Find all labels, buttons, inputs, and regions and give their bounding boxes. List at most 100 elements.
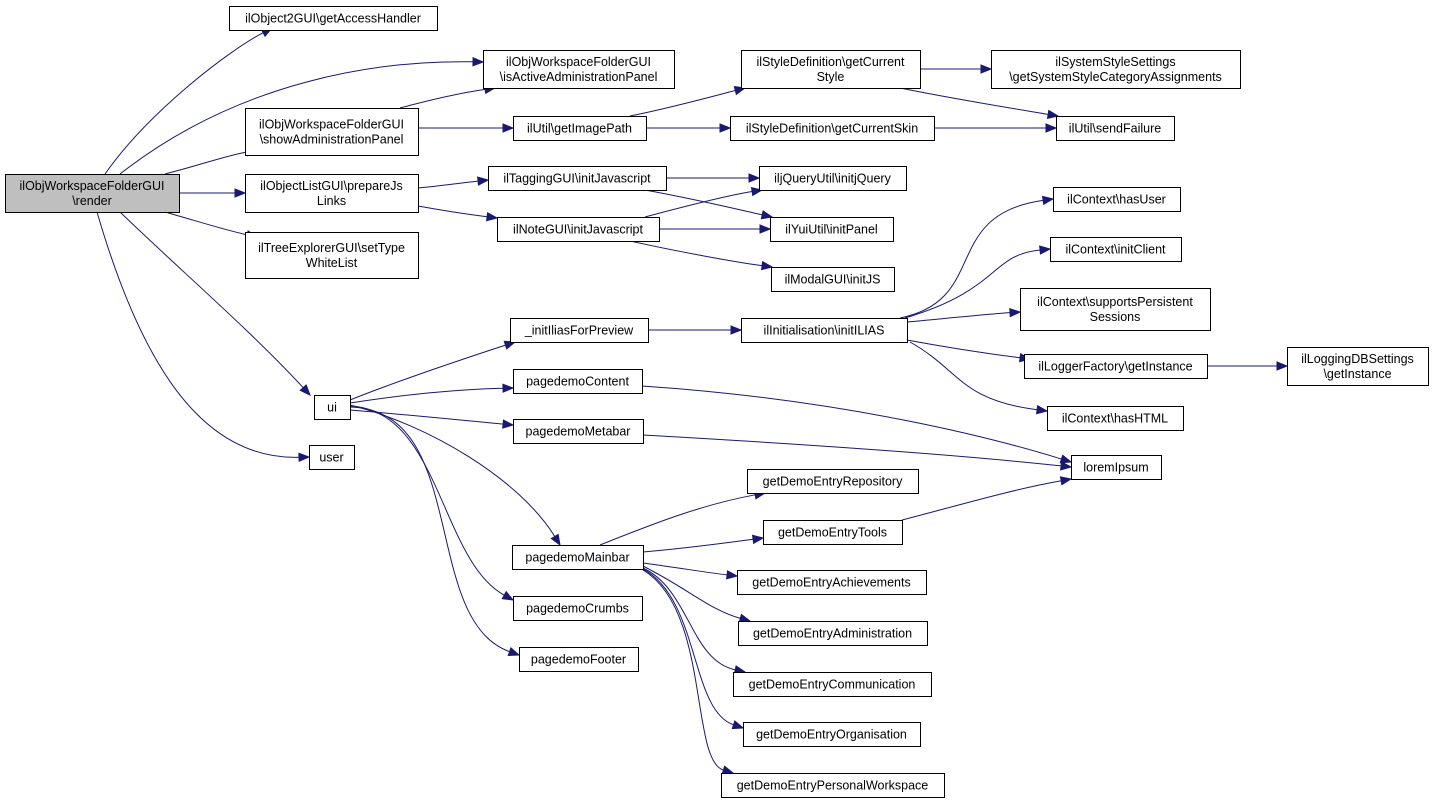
node-isActiveAdmin[interactable]: ilObjWorkspaceFolderGUI\isActiveAdminist… [483,50,675,89]
node-label: ilModalGUI\initJS [785,273,881,287]
edge-line [349,387,504,404]
node-getAccessHandler[interactable]: ilObject2GUI\getAccessHandler [229,6,438,31]
node-sendFailure[interactable]: ilUtil\sendFailure [1056,116,1175,141]
arrowhead-icon [298,452,311,463]
node-box [1053,187,1181,212]
node-getImagePath[interactable]: ilUtil\getImagePath [513,116,647,141]
node-systemStyle[interactable]: ilSystemStyleSettings\getSystemStyleCate… [991,50,1241,89]
node-initjQuery[interactable]: iljQueryUtil\initjQuery [759,166,907,191]
node-gdeRepository[interactable]: getDemoEntryRepository [747,469,919,494]
edge-pdMainbar-to-gdeCommunication [642,567,747,675]
node-box [1020,288,1211,331]
nodes-layer: ilObjWorkspaceFolderGUI\render ilObject2G… [5,6,1429,798]
arrowhead-icon [502,123,515,133]
edge-loggerFactory-to-loggingDB [1207,361,1289,371]
node-label: ilTreeExplorerGUI\setType [258,241,405,255]
node-label: ilSystemStyleSettings [1055,55,1175,69]
node-label: ilContext\supportsPersistent [1037,295,1193,309]
edges-layer [96,27,1289,775]
node-hasUser[interactable]: ilContext\hasUser [1053,187,1181,212]
node-pdMetabar[interactable]: pagedemoMetabar [513,419,644,444]
edge-line [96,211,300,458]
edge-line [899,199,1044,319]
node-pdMainbar[interactable]: pagedemoMainbar [512,545,644,570]
node-gdeTools[interactable]: getDemoEntryTools [763,520,903,545]
node-initClient[interactable]: ilContext\initClient [1050,237,1182,262]
edge-showAdmin-to-isActiveAdmin [399,84,497,109]
edge-initIliasPreview-to-initILIAS [648,325,743,335]
node-ui[interactable]: ui [314,395,351,420]
edge-line [119,211,304,388]
node-gdeCommunication[interactable]: getDemoEntryCommunication [733,672,932,697]
edge-render-to-showAdmin [164,147,259,175]
edge-pdContent-to-loremIpsum [641,385,1073,464]
node-box [1287,347,1429,386]
node-pdCrumbs[interactable]: pagedemoCrumbs [513,596,643,621]
edge-line [119,61,474,175]
edge-line [349,344,506,401]
node-box [513,419,644,444]
node-initPanel[interactable]: ilYuiUtil\initPanel [770,217,894,242]
node-box [512,545,644,570]
node-label: pagedemoContent [526,375,629,389]
node-box [733,672,932,697]
node-initILIAS[interactable]: ilInitialisation\initILIAS [741,318,908,343]
node-initJS[interactable]: ilModalGUI\initJS [771,267,895,292]
node-label: WhiteList [306,256,358,270]
edge-line [904,249,1041,319]
edge-gdeTools-to-loremIpsum [901,476,1073,521]
node-loggingDB[interactable]: ilLoggingDBSettings\getInstance [1287,347,1429,386]
node-render[interactable]: ilObjWorkspaceFolderGUI\render [5,174,180,213]
node-loremIpsum[interactable]: loremIpsum [1071,455,1162,480]
edge-line [642,538,754,553]
edge-line [417,205,488,218]
node-label: loremIpsum [1083,461,1148,475]
node-loggerFactory[interactable]: ilLoggerFactory\getInstance [1024,354,1208,379]
node-hasHTML[interactable]: ilContext\hasHTML [1047,406,1184,431]
arrowhead-icon [1035,404,1049,415]
arrowhead-icon [1059,454,1073,464]
edge-noteInit-to-initjQuery [644,186,764,218]
node-label: ilTaggingGUI\initJavascript [503,172,651,186]
edge-taggingInit-to-initjQuery [666,173,761,183]
node-label: getDemoEntryPersonalWorkspace [737,779,929,793]
node-gdeOrganisation[interactable]: getDemoEntryOrganisation [743,722,921,747]
edge-noteInit-to-initPanel [658,224,772,234]
node-pdContent[interactable]: pagedemoContent [513,369,643,394]
edge-line [417,180,479,189]
node-label: getDemoEntryAdministration [753,627,912,641]
node-taggingInit[interactable]: ilTaggingGUI\initJavascript [488,166,667,191]
node-label: \getInstance [1323,367,1391,381]
edge-initILIAS-to-hasUser [899,195,1055,319]
edge-getCurrentSkin-to-sendFailure [934,123,1058,133]
edge-line [164,151,248,175]
node-noteInit[interactable]: ilNoteGUI\initJavascript [497,217,660,242]
node-label: pagedemoMetabar [526,425,631,439]
node-box [770,217,894,242]
node-showAdmin[interactable]: ilObjWorkspaceFolderGUI\showAdministrati… [245,108,419,156]
node-initIliasPreview[interactable]: _initIliasForPreview [510,318,649,343]
arrowhead-icon [477,176,490,186]
node-user[interactable]: user [309,445,355,470]
edge-pdMainbar-to-gdeAchievements [642,562,739,580]
node-box [1071,455,1162,480]
node-gdePersonal[interactable]: getDemoEntryPersonalWorkspace [721,773,945,798]
node-label: getDemoEntryOrganisation [756,728,907,742]
edge-ui-to-pdCrumbs [349,405,515,601]
node-label: pagedemoFooter [531,653,626,667]
node-gdeAdministration[interactable]: getDemoEntryAdministration [738,621,928,646]
node-gdeAchievements[interactable]: getDemoEntryAchievements [737,570,927,595]
node-pdFooter[interactable]: pagedemoFooter [519,647,639,672]
edge-prepareJs-to-taggingInit [417,176,490,189]
node-box [721,773,945,798]
edge-getCurrentStyle-to-sendFailure [899,87,1060,119]
edge-line [349,406,510,653]
edge-pdMainbar-to-gdePersonal [642,569,735,775]
node-getCurrentSkin[interactable]: ilStyleDefinition\getCurrentSkin [730,116,935,141]
edge-line [644,189,763,216]
